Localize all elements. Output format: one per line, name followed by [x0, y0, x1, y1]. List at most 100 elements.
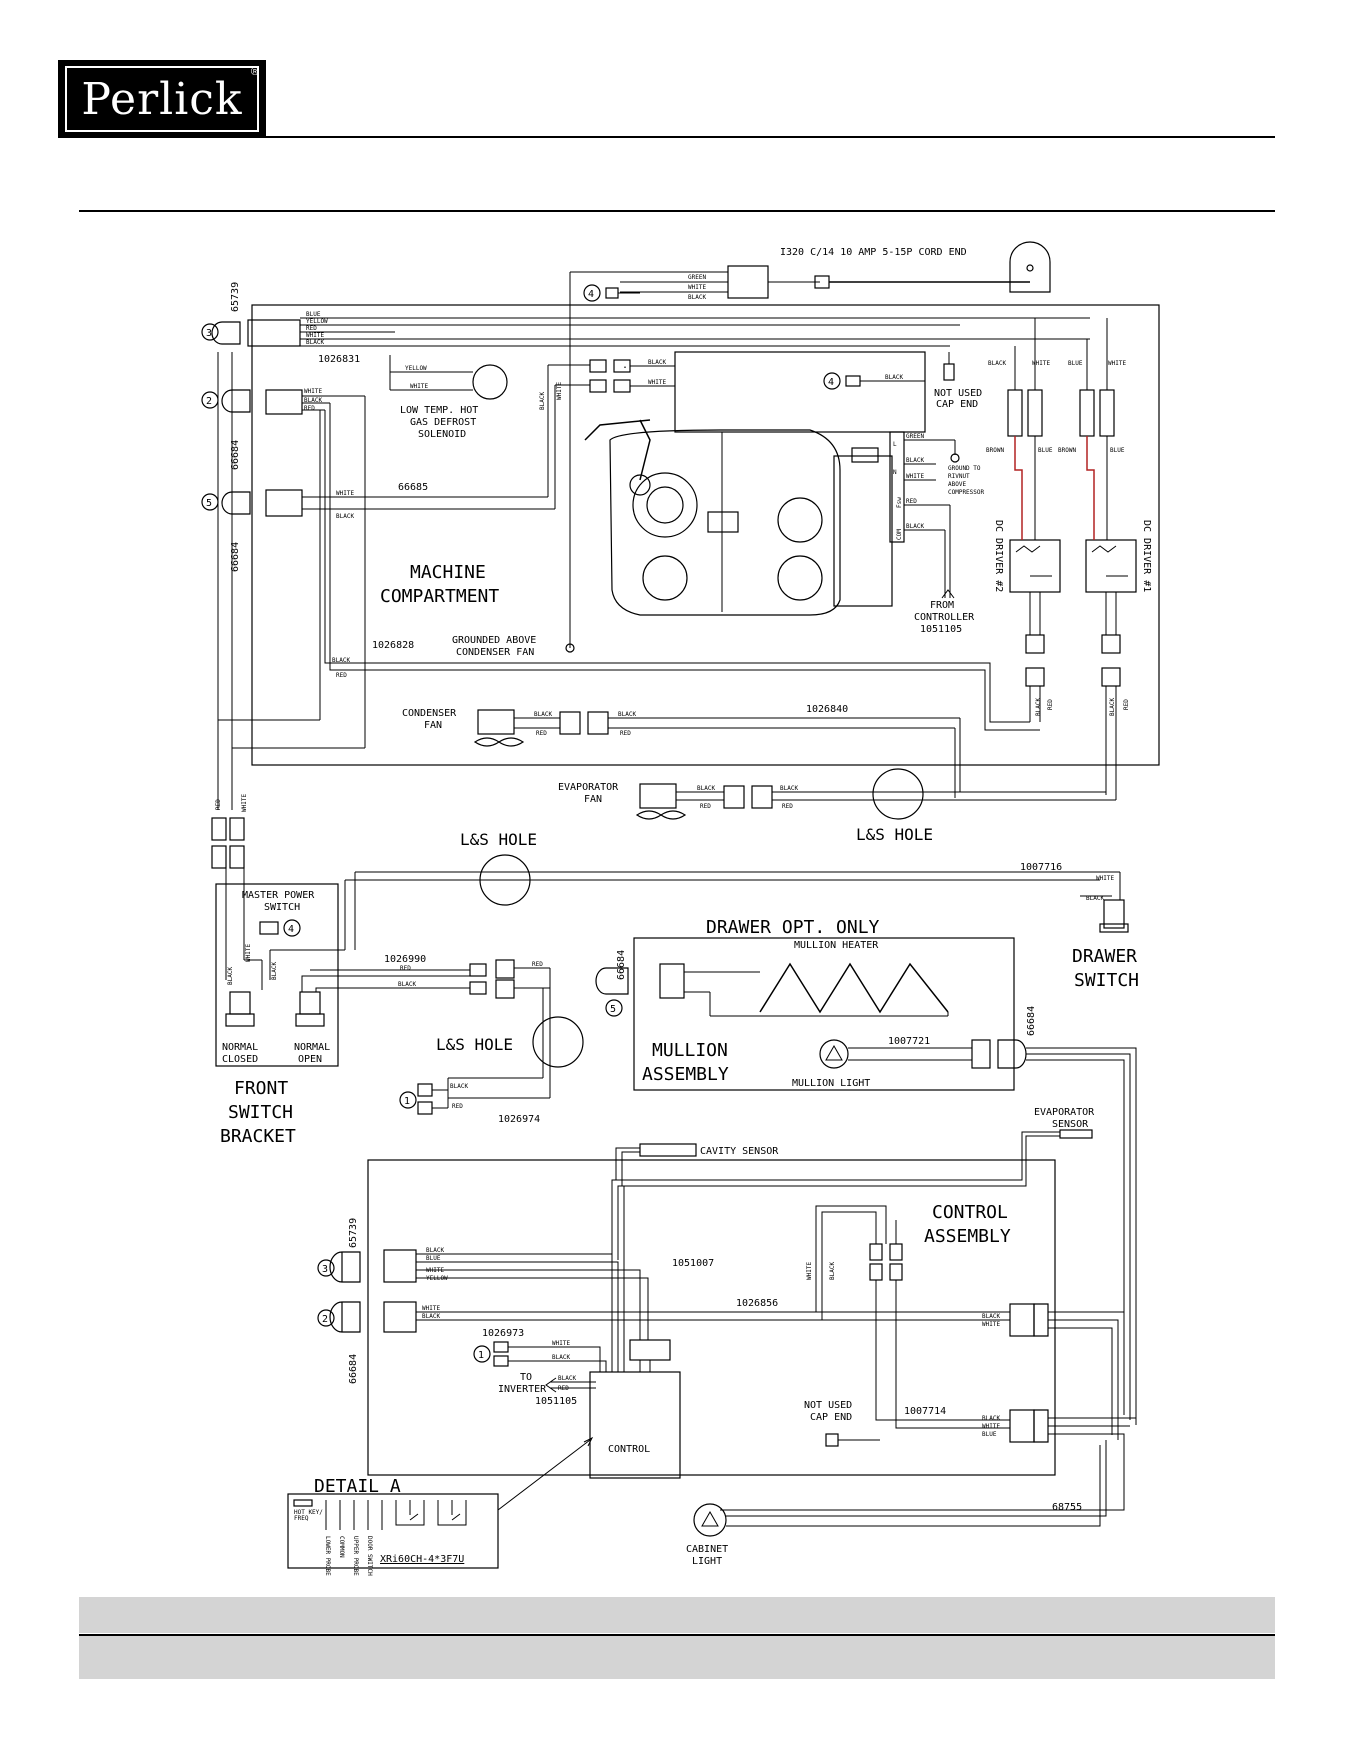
ls-hole-label-2: L&S HOLE	[460, 830, 537, 849]
cord-white: WHITE	[688, 284, 706, 291]
front-switch-bracket-box	[215, 883, 339, 1067]
master-power-1: MASTER POWER	[242, 890, 315, 901]
front-switch-1: FRONT	[234, 1078, 288, 1099]
drawer-opt-label: DRAWER OPT. ONLY	[706, 917, 880, 938]
w-tb-green: GREEN	[906, 433, 924, 440]
w-do-red2: RED	[1123, 699, 1130, 710]
condenser-fan-1: CONDENSER	[402, 708, 457, 719]
connector-65739-top	[211, 321, 241, 345]
logo-text: Perlick	[81, 74, 243, 125]
machine-label-1: MACHINE	[410, 562, 486, 583]
w-c2-red: RED	[304, 405, 315, 412]
mullion-assembly-box	[633, 937, 1015, 1091]
from-controller-1: FROM	[930, 600, 954, 611]
drawer-switch-body	[1103, 899, 1125, 929]
machine-label-2: COMPARTMENT	[380, 586, 499, 607]
connector-65739-bottom	[329, 1251, 361, 1283]
connector-66684-right	[997, 1039, 1027, 1069]
cavity-sensor-probe	[639, 1143, 697, 1157]
w-r2-white: WHITE	[982, 1423, 1000, 1430]
cord-black: BLACK	[688, 294, 706, 301]
term-fsw: Fsw	[896, 497, 903, 508]
w-top-blue: BLUE	[306, 311, 321, 318]
brown-wire-driver-1	[1086, 436, 1095, 540]
normal-open-1: NORMAL	[294, 1042, 330, 1053]
not-used-bottom-1: NOT USED	[804, 1400, 852, 1411]
callout-1-top	[399, 1091, 417, 1109]
callout-5-mullion-text: 5	[610, 1004, 616, 1015]
callout-1-bottom	[473, 1345, 491, 1363]
w-c2-black: BLACK	[304, 397, 322, 404]
w-do-black: BLACK	[1035, 698, 1042, 716]
callout-4-machine-text: 4	[828, 377, 834, 388]
cabinet-light	[693, 1503, 727, 1537]
compressor	[584, 419, 893, 616]
w-cap-black: BLACK	[885, 374, 903, 381]
dc-driver-1-label: DC DRIVER #1	[1141, 520, 1152, 592]
control-assembly-box	[367, 1159, 1056, 1476]
mullion-light	[819, 1039, 849, 1069]
callout-3-bottom	[317, 1259, 335, 1277]
pn-1026856: 1026856	[736, 1298, 778, 1309]
pn-66684-upper: 66684	[230, 440, 241, 470]
normal-closed-2: CLOSED	[222, 1054, 258, 1065]
w-cf-black: BLACK	[534, 711, 552, 718]
mullion-light-label: MULLION LIGHT	[792, 1078, 870, 1089]
w-dr-blue2: BLUE	[1038, 447, 1053, 454]
w-tb-white: WHITE	[906, 473, 924, 480]
evap-fan-1: EVAPORATOR	[558, 782, 619, 793]
ls-hole-front	[532, 1016, 584, 1068]
cavity-sensor-label: CAVITY SENSOR	[700, 1146, 779, 1157]
callout-3-bottom-text: 3	[322, 1264, 328, 1275]
pn-65739-bottom: 65739	[348, 1218, 359, 1248]
w-cf-red2: RED	[620, 730, 631, 737]
w-fs-red: RED	[215, 799, 222, 810]
pn-65739-top: 65739	[230, 282, 241, 312]
pn-66684-bottom: 66684	[348, 1354, 359, 1384]
footer-band-top	[79, 1597, 1275, 1633]
evap-sensor-probe	[1059, 1129, 1093, 1139]
not-used-bottom-2: CAP END	[810, 1412, 852, 1423]
w-tb-black: BLACK	[906, 457, 924, 464]
w-dr-blue: BLUE	[1068, 360, 1083, 367]
w-l-red: RED	[336, 672, 347, 679]
to-inverter-1: TO	[520, 1372, 532, 1383]
dc-driver-2	[1009, 539, 1061, 593]
w-cf-red: RED	[536, 730, 547, 737]
pn-1007716: 1007716	[1020, 862, 1062, 873]
w-ds-black: BLACK	[1086, 895, 1104, 902]
w-cmp-black: BLACK	[648, 359, 666, 366]
mullion-assembly-1: MULLION	[652, 1040, 728, 1061]
callout-1-bottom-text: 1	[478, 1350, 484, 1361]
w-top-white: WHITE	[306, 332, 324, 339]
detail-freq: FREQ	[294, 1515, 309, 1522]
cabinet-light-2: LIGHT	[692, 1556, 722, 1567]
connector-1026990	[469, 959, 551, 1098]
not-used-top-2: CAP END	[936, 399, 978, 410]
ground-symbol-condenser	[565, 643, 575, 653]
control-right-connector-bottom	[1009, 1409, 1035, 1443]
control-assembly-1: CONTROL	[932, 1202, 1008, 1223]
w-inv-red: RED	[558, 1385, 569, 1392]
detail-common: COMMON	[338, 1536, 345, 1558]
front-switch-connectors	[211, 817, 245, 869]
to-inverter-3: 1051105	[535, 1396, 577, 1407]
w-do-red: RED	[1047, 699, 1054, 710]
pn-1026973: 1026973	[482, 1328, 524, 1339]
from-controller-2: CONTROLLER	[914, 612, 975, 623]
callout-2-bottom	[317, 1309, 335, 1327]
detail-door-switch: DOOR SWITCH	[366, 1536, 373, 1576]
w-b-black: BLACK	[227, 967, 234, 985]
condenser-fan-motor	[477, 709, 515, 735]
ground-rivnut-2: RIVNUT	[948, 473, 970, 480]
control-assembly-2: ASSEMBLY	[924, 1226, 1011, 1247]
evap-sensor-1: EVAPORATOR	[1034, 1107, 1095, 1118]
w-tb-black2: BLACK	[906, 523, 924, 530]
driver-output-connectors	[1025, 592, 1121, 800]
grounded-1: GROUNDED ABOVE	[452, 635, 536, 646]
w-p-black: BLACK	[398, 981, 416, 988]
w-ef-red: RED	[700, 803, 711, 810]
solenoid-label-1: LOW TEMP. HOT	[400, 405, 478, 416]
cord-end-label: I320 C/14 10 AMP 5-15P CORD END	[780, 247, 967, 258]
not-used-top-1: NOT USED	[934, 388, 982, 399]
